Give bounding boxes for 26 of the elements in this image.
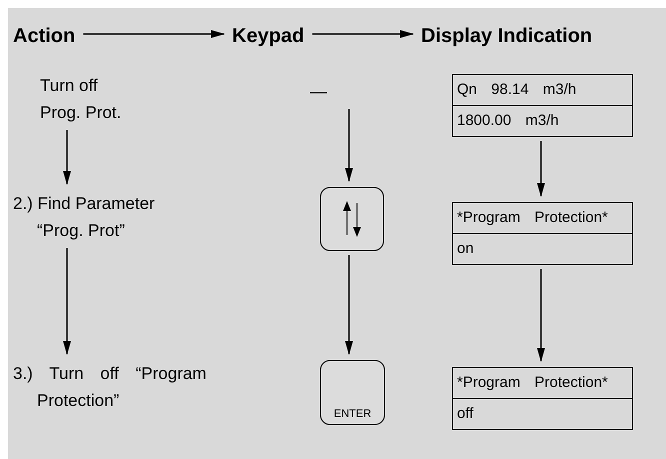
arrow <box>345 109 353 182</box>
arrow <box>83 30 225 38</box>
display-text: 1800.00 m3/h <box>453 105 632 136</box>
display-text: on <box>453 233 632 264</box>
no-key-dash: — <box>310 78 327 105</box>
display-text: *Program Protection* <box>456 208 609 228</box>
display-text: Qn 98.14 m3/h <box>456 80 578 100</box>
arrow <box>537 141 545 197</box>
arrow <box>537 269 545 362</box>
column-heading: Action <box>13 24 76 48</box>
arrow <box>63 248 71 355</box>
arrow <box>63 130 71 185</box>
arrow <box>312 30 414 38</box>
step-text: 3.) Turn off “Program Protection” <box>13 360 223 414</box>
display-text: off <box>453 398 632 429</box>
enter-key: ENTER <box>320 360 385 425</box>
column-heading: Display Indication <box>421 24 592 48</box>
display-panel <box>452 367 633 430</box>
display-text: *Program Protection* <box>456 373 609 393</box>
arrow <box>345 255 353 355</box>
column-heading: Keypad <box>232 24 304 48</box>
step-text: Turn off Prog. Prot. <box>40 72 135 126</box>
display-panel <box>452 74 633 137</box>
display-panel <box>452 202 633 265</box>
arrow-key <box>320 187 384 251</box>
step-text: 2.) Find Parameter “Prog. Prot” <box>13 190 169 244</box>
